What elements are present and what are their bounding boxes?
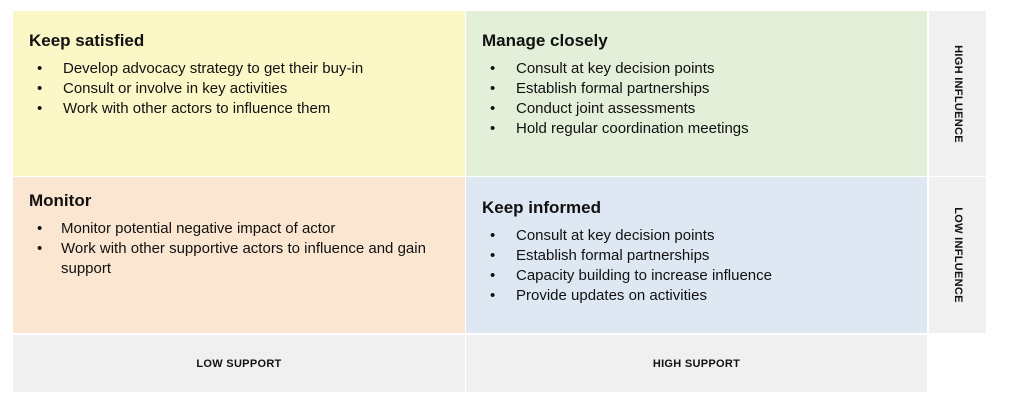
quadrant-list: Consult at key decision points Establish… xyxy=(482,59,914,139)
list-item: Consult or involve in key activities xyxy=(29,79,454,99)
axis-label-low-influence: LOW INFLUENCE xyxy=(929,177,986,333)
axis-label-low-support: LOW SUPPORT xyxy=(13,335,465,392)
list-item: Consult at key decision points xyxy=(482,226,914,246)
stakeholder-matrix: Keep satisfied Develop advocacy strategy… xyxy=(13,11,987,392)
list-item: Monitor potential negative impact of act… xyxy=(29,219,439,239)
quadrant-title: Manage closely xyxy=(482,31,608,50)
quadrant-monitor: Monitor Monitor potential negative impac… xyxy=(13,177,465,333)
quadrant-list: Monitor potential negative impact of act… xyxy=(29,219,439,279)
list-item: Consult at key decision points xyxy=(482,59,914,79)
axis-label-text: HIGH SUPPORT xyxy=(652,357,741,370)
quadrant-title: Keep informed xyxy=(482,198,602,217)
quadrant-list: Consult at key decision points Establish… xyxy=(482,226,914,306)
quadrant-keep-informed: Keep informed Consult at key decision po… xyxy=(466,177,927,333)
quadrant-keep-satisfied: Keep satisfied Develop advocacy strategy… xyxy=(13,11,465,176)
axis-label-high-support: HIGH SUPPORT xyxy=(466,335,927,392)
quadrant-list: Develop advocacy strategy to get their b… xyxy=(29,59,454,119)
quadrant-title: Keep satisfied xyxy=(29,31,145,50)
list-item: Establish formal partnerships xyxy=(482,79,914,99)
quadrant-title: Monitor xyxy=(29,191,92,210)
quadrant-manage-closely: Manage closely Consult at key decision p… xyxy=(466,11,927,176)
list-item: Capacity building to increase influence xyxy=(482,266,914,286)
list-item: Hold regular coordination meetings xyxy=(482,119,914,139)
list-item: Develop advocacy strategy to get their b… xyxy=(29,59,454,79)
axis-label-high-influence: HIGH INFLUENCE xyxy=(929,11,986,176)
list-item: Provide updates on activities xyxy=(482,286,914,306)
list-item: Conduct joint assessments xyxy=(482,99,914,119)
list-item: Work with other supportive actors to inf… xyxy=(29,239,439,279)
axis-label-text: LOW INFLUENCE xyxy=(951,207,964,303)
list-item: Establish formal partnerships xyxy=(482,246,914,266)
axis-label-text: LOW SUPPORT xyxy=(196,357,282,370)
axis-label-text: HIGH INFLUENCE xyxy=(951,44,964,143)
list-item: Work with other actors to influence them xyxy=(29,99,454,119)
